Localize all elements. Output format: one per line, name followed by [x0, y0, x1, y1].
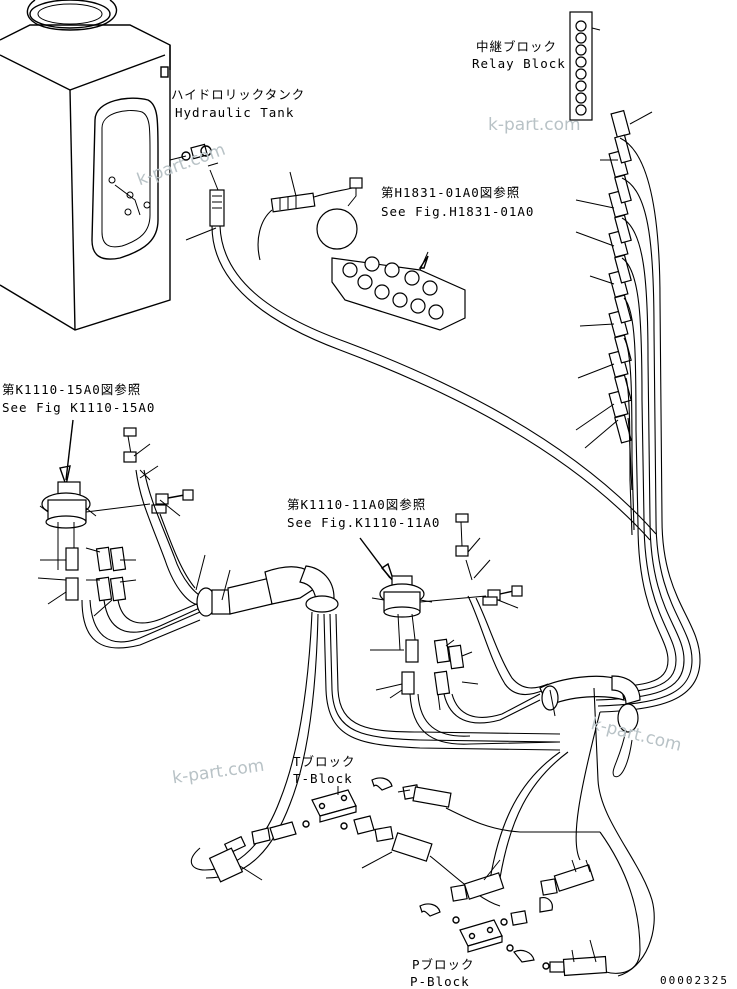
right-fittings	[370, 638, 479, 711]
fig-k1110-11-label-en: See Fig.K1110-11A0	[287, 515, 441, 530]
relay-block	[569, 11, 601, 121]
lower-left-hoses	[190, 611, 561, 879]
left-bolts	[85, 427, 194, 517]
relay-hose-bundle	[591, 137, 701, 713]
t-block-label-en: T-Block	[293, 771, 353, 786]
relay-block-label-jp: 中継ブロック	[476, 39, 558, 54]
left-fittings	[37, 546, 137, 617]
hose-tank-to-valve	[211, 171, 657, 541]
hydraulic-tank-label-jp: ハイドロリックタンク	[171, 87, 306, 102]
relay-fittings	[575, 109, 653, 449]
right-hose-runs	[409, 595, 561, 745]
p-block-label-jp: Pブロック	[412, 957, 475, 972]
fig-k1110-11-label-jp: 第K1110-11A0図参照	[287, 497, 427, 512]
ppc-valve-right	[359, 537, 433, 651]
fig-k1110-15-label-en: See Fig K1110-15A0	[2, 400, 156, 415]
fig-h1831-label-jp: 第H1831-01A0図参照	[381, 185, 521, 200]
p-block	[419, 859, 608, 977]
watermark: k-part.com	[488, 115, 581, 135]
right-bolts	[419, 513, 523, 609]
hydraulic-tank	[0, 0, 171, 331]
fig-h1831-label-en: See Fig.H1831-01A0	[381, 204, 535, 219]
relay-block-label-en: Relay Block	[472, 56, 566, 71]
valve-assembly-h1831	[316, 177, 466, 331]
tank-fitting	[169, 143, 225, 241]
suction-hose	[195, 554, 339, 617]
hydraulic-tank-label-en: Hydraulic Tank	[175, 105, 295, 120]
t-block-label-jp: Tブロック	[293, 754, 356, 769]
fig-k1110-15-label-jp: 第K1110-15A0図参照	[2, 382, 142, 397]
left-hose-runs	[81, 469, 207, 649]
ppc-valve-left	[39, 419, 97, 570]
document-number: 00002325	[660, 974, 729, 987]
return-hose	[539, 675, 641, 778]
p-block-label-en: P-Block	[410, 974, 470, 989]
t-block	[208, 777, 452, 883]
